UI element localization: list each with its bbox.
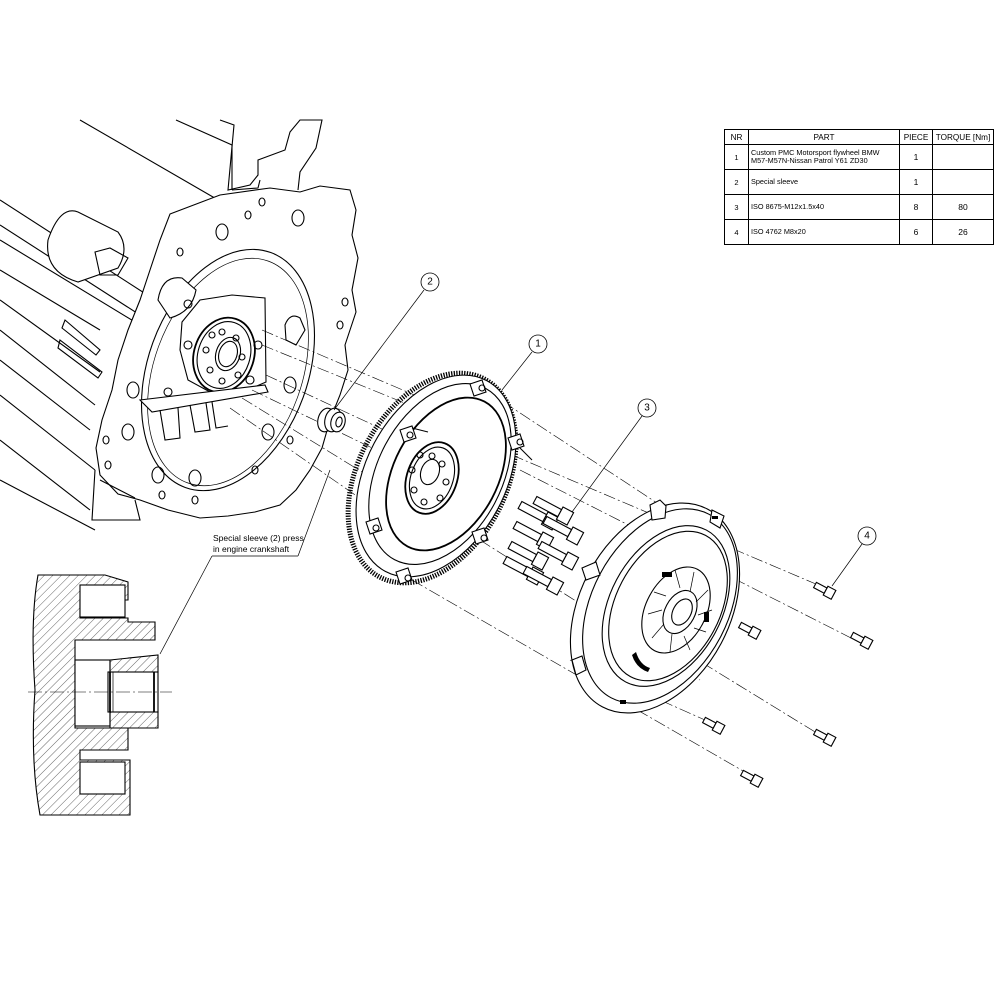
header-torque: TORQUE [Nm]	[932, 129, 994, 145]
cell-torque: 26	[932, 219, 994, 245]
section-note-line-1: Special sleeve (2) press	[213, 533, 304, 543]
balloon-4: 4	[831, 526, 877, 587]
flywheel-bolts	[502, 495, 585, 596]
engine-block	[0, 119, 359, 531]
cell-piece: 1	[899, 169, 933, 195]
balloon-1: 1	[501, 334, 548, 391]
cell-torque	[932, 169, 994, 195]
table-header-row: NR PART PIECE TORQUE [Nm]	[724, 129, 994, 145]
diaphragm-fingers	[647, 569, 713, 653]
section-note: Special sleeve (2) press in engine crank…	[159, 469, 331, 655]
plate-bolt-holes	[102, 197, 349, 505]
balloon-2: 2	[333, 272, 440, 411]
flywheel-dowels	[365, 379, 533, 585]
table-row: 1 Custom PMC Motorsport flywheel BMW M57…	[724, 144, 994, 170]
balloon-4-label: 4	[864, 531, 870, 542]
balloon-3: 3	[571, 398, 657, 513]
crankshaft-section-view	[28, 574, 172, 816]
pressure-plate	[569, 499, 741, 714]
table-row: 2 Special sleeve 1	[724, 169, 994, 195]
cell-nr: 3	[724, 194, 749, 220]
cell-nr: 1	[724, 144, 749, 170]
cell-torque: 80	[932, 194, 994, 220]
balloon-1-label: 1	[535, 339, 541, 350]
flywheel	[345, 370, 533, 586]
cell-nr: 2	[724, 169, 749, 195]
special-sleeve	[317, 407, 346, 433]
header-part: PART	[748, 129, 900, 145]
cover-bolts	[701, 581, 874, 789]
cell-part: Custom PMC Motorsport flywheel BMW M57-M…	[748, 144, 900, 170]
cell-torque	[932, 144, 994, 170]
section-note-line-2: in engine crankshaft	[213, 544, 290, 554]
cell-part: ISO 4762 M8x20	[748, 219, 900, 245]
bill-of-materials-table: NR PART PIECE TORQUE [Nm] 1 Custom PMC M…	[724, 129, 994, 245]
rear-main-seal-housing	[163, 294, 267, 397]
header-piece: PIECE	[899, 129, 933, 145]
header-nr: NR	[724, 129, 749, 145]
cell-piece: 8	[899, 194, 933, 220]
cell-part: ISO 8675-M12x1.5x40	[748, 194, 900, 220]
balloon-2-label: 2	[427, 277, 433, 288]
cell-nr: 4	[724, 219, 749, 245]
cell-piece: 1	[899, 144, 933, 170]
table-row: 3 ISO 8675-M12x1.5x40 8 80	[724, 194, 994, 220]
cell-piece: 6	[899, 219, 933, 245]
cell-part: Special sleeve	[748, 169, 900, 195]
table-row: 4 ISO 4762 M8x20 6 26	[724, 219, 994, 245]
balloon-3-label: 3	[644, 403, 650, 414]
